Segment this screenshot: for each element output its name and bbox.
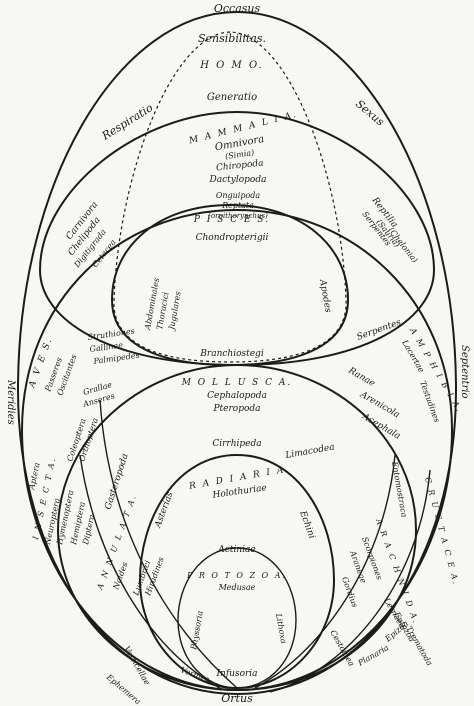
label-apodes: Apodes (317, 278, 333, 314)
label-actiniae: Actiniae (217, 545, 255, 555)
arachnida-arc (269, 469, 431, 693)
label-mollusca: M O L L U S C A. (181, 378, 293, 388)
label-occasus: Occasus (214, 2, 261, 15)
label-testudines: Testudines (418, 380, 441, 424)
label-trematoda: Trematoda (404, 625, 434, 668)
label-chiropoda: Chiropoda (216, 159, 264, 174)
label-onguipoda: Onguipoda (216, 191, 261, 200)
label-echini: Echini (297, 509, 317, 541)
label-pteropoda: Pteropoda (212, 404, 260, 414)
label-lithoxa: Lithoxa (274, 612, 288, 645)
label-homo: H O M O. (199, 60, 264, 71)
label-branchiostegi: Branchiostegi (199, 349, 264, 359)
label-crustacea: C R U S T A C E A. (423, 476, 461, 587)
label-infusoria: Infusoria (215, 669, 257, 679)
label-struthiones: Struthiones (87, 326, 135, 342)
label-pisces: P I S C E S. (193, 215, 270, 225)
label-gallinae: Gallinae (89, 340, 124, 354)
label-naides: Naides (111, 561, 129, 592)
label-physsoria: Physsoria (189, 610, 205, 651)
label-simiae: (Simia) (225, 148, 255, 161)
label-medusae: Medusae (218, 583, 256, 592)
label-septentrio: Septentrio (459, 345, 470, 399)
label-generatio: Generatio (207, 92, 257, 103)
label-limacodea: Limacodea (284, 442, 336, 461)
label-sensibilitas: Sensibilitas. (198, 32, 266, 45)
outer-oval (16, 10, 458, 696)
label-ephemera: Ephemera (104, 672, 143, 706)
label-ranae: Ranae (346, 365, 377, 389)
mollusca-oval (56, 363, 418, 692)
label-meridies: Meridies (5, 379, 16, 425)
label-cirrhipeda: Cirrhipeda (212, 439, 261, 449)
label-protozoa: P R O T O Z O A. (186, 571, 287, 580)
label-cephalopoda: Cephalopoda (207, 391, 267, 401)
label-respiratio: Respiratio (99, 101, 156, 143)
label-dactylopoda: Dactylopoda (209, 175, 267, 185)
label-aptera: Aptera (27, 461, 42, 491)
crustacea-arc (254, 454, 396, 689)
label-chondropterigii: Chondropterigii (196, 233, 269, 243)
annulata-arc (79, 454, 221, 689)
label-ortus: Ortus (221, 692, 253, 705)
label-reptilia-4: (Chelonia) (386, 226, 419, 265)
dashed-oval (113, 31, 347, 363)
label-palmipedes: Palmipedes (92, 351, 140, 366)
label-entomostraca: Entomostraca (390, 460, 409, 519)
label-sexus: Sexus (353, 97, 387, 128)
label-reptata: Reptata (221, 201, 254, 210)
insecta-arc (99, 399, 238, 689)
label-ornithorynchus: (ornithorynchus) (208, 212, 268, 220)
